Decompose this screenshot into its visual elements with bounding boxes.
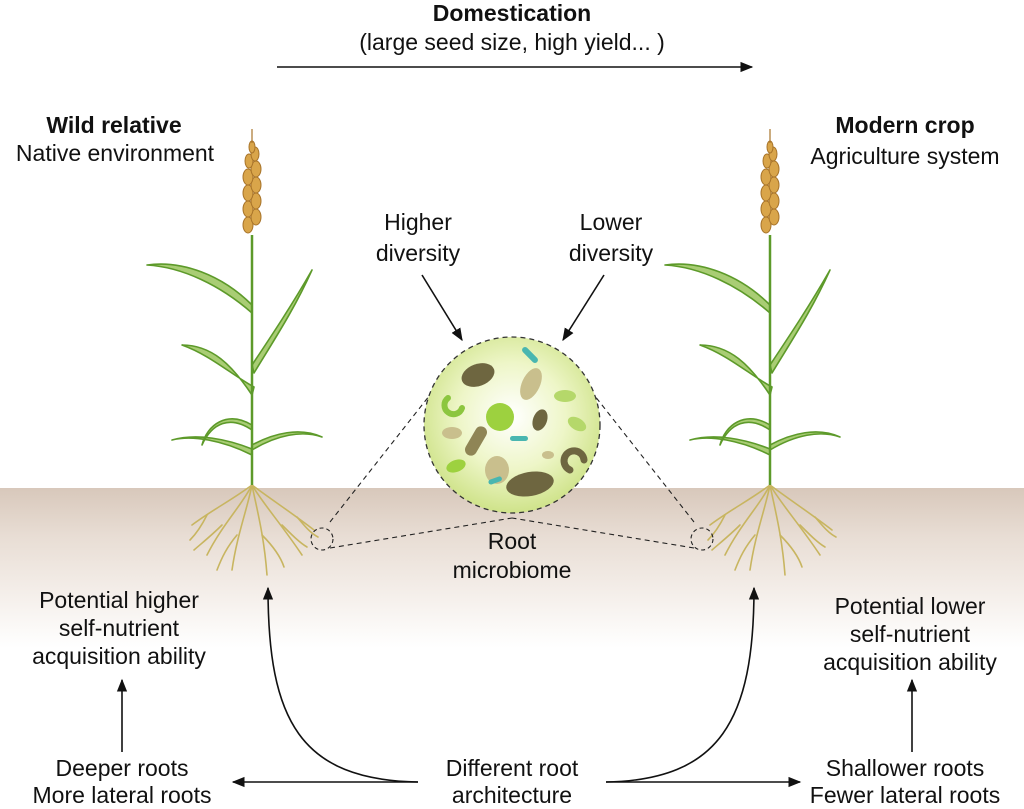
root-microbiome-line2: microbiome [452,557,572,583]
wild-roots-line2: More lateral roots [32,782,212,808]
wild-outcome-line3: acquisition ability [32,643,206,669]
curve-arrow-to-modern-roots [605,586,760,783]
higher-diversity-line1: Higher [384,209,452,235]
wild-relative-title: Wild relative [46,112,182,138]
lower-diversity-line2: diversity [568,240,654,266]
modern-crop-subtitle: Agriculture system [810,143,1000,169]
modern-outcome-line2: self-nutrient [849,621,971,647]
wild-relative-subtitle: Native environment [15,140,215,166]
zoom-lines [329,371,695,549]
center-label-line1: Different root [445,755,579,781]
curve-arrow-to-wild-roots [262,586,419,783]
modern-roots-line2: Fewer lateral roots [809,782,1001,808]
soil-layer [0,488,1024,648]
wild-outcome-line1: Potential higher [39,587,199,613]
domestication-title: Domestication [432,0,592,26]
wild-root-zoom-marker [310,527,334,551]
modern-outcome-line3: acquisition ability [823,649,997,675]
modern-crop-plant [663,127,842,577]
wild-roots-line1: Deeper roots [55,755,189,781]
higher-diversity-arrow [421,274,463,342]
lower-diversity-arrow [562,274,605,342]
wild-outcome-line2: self-nutrient [58,615,180,641]
center-label-line2: architecture [451,782,573,808]
modern-roots-line1: Shallower roots [825,755,985,781]
lower-diversity-line1: Lower [579,209,643,235]
microbes [441,347,588,497]
higher-diversity-line2: diversity [375,240,461,266]
modern-outcome-line1: Potential lower [834,593,986,619]
modern-crop-title: Modern crop [835,112,975,138]
root-microbiome-line1: Root [487,528,537,554]
modern-root-zoom-marker [690,527,714,551]
domestication-subtitle: (large seed size, high yield... ) [359,29,665,55]
wild-relative-plant [145,127,324,577]
